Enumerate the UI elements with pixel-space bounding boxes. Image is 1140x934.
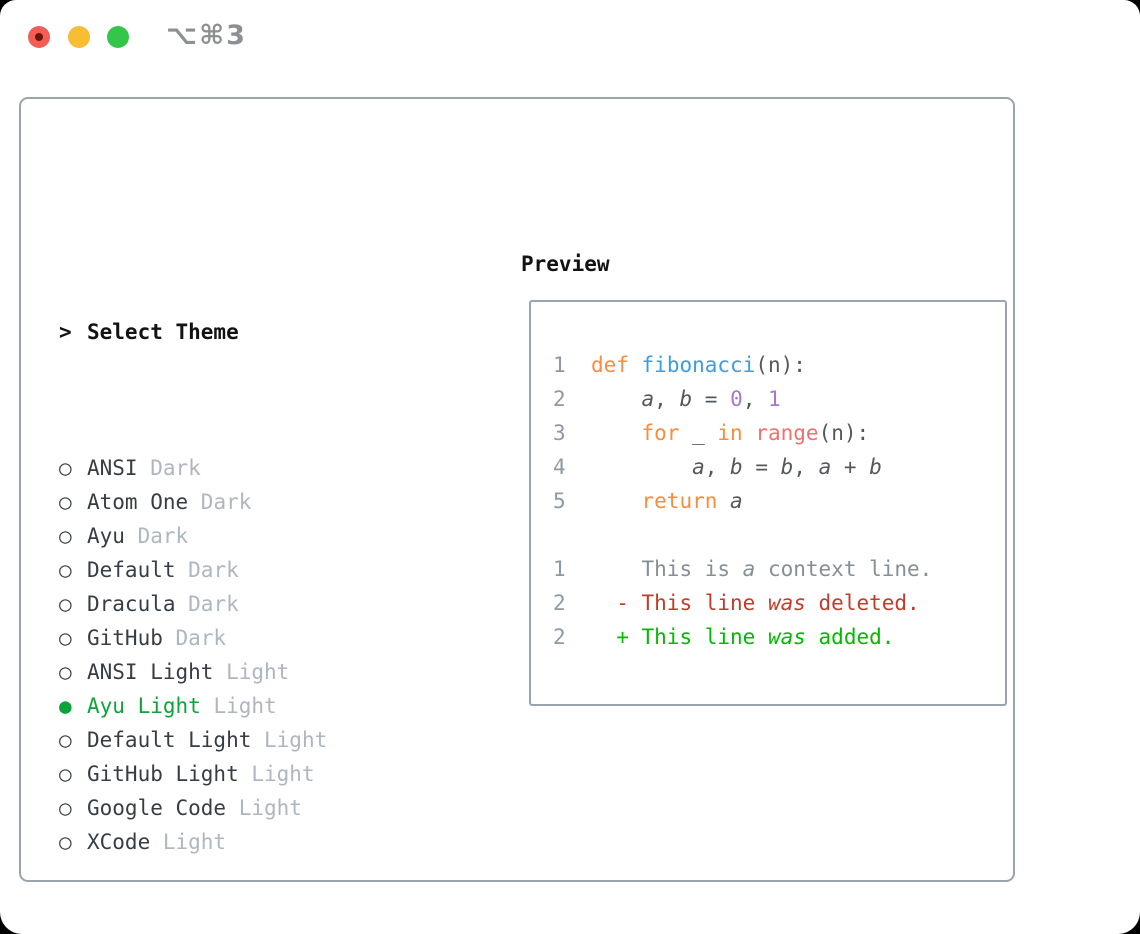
radio-icon: ○ bbox=[59, 728, 72, 752]
theme-option-ansi-dark[interactable]: ○ ANSI Dark bbox=[59, 451, 509, 485]
radio-icon: ○ bbox=[59, 830, 72, 854]
radio-icon: ○ bbox=[59, 626, 72, 650]
code-line: 1 def fibonacci(n): bbox=[553, 353, 806, 377]
theme-variant-label: Dark bbox=[188, 490, 252, 514]
theme-variant-label: Dark bbox=[162, 626, 227, 650]
theme-name: Atom One bbox=[87, 490, 189, 514]
radio-icon: ○ bbox=[59, 592, 72, 616]
theme-variant-label: Dark bbox=[175, 592, 239, 616]
theme-variant-label: Light bbox=[251, 728, 328, 752]
radio-icon: ○ bbox=[59, 456, 72, 480]
theme-option-atom-one-dark[interactable]: ○ Atom One Dark bbox=[59, 485, 509, 519]
radio-selected-icon: ● bbox=[59, 694, 72, 718]
theme-option-xcode-light[interactable]: ○ XCode Light bbox=[59, 825, 509, 859]
focus-cursor-icon: > bbox=[59, 320, 72, 344]
theme-variant-label: Light bbox=[150, 830, 227, 854]
code-line: 1 This is a context line. bbox=[553, 557, 933, 581]
theme-picker-panel: > Select Theme ○ ANSI Dark ○ Atom One Dark ○ A… bbox=[19, 97, 1015, 882]
theme-option-ayu-light[interactable]: ● Ayu Light Light bbox=[59, 689, 509, 723]
minimize-button[interactable] bbox=[68, 26, 90, 48]
code-line: 3 for _ in range(n): bbox=[553, 421, 870, 445]
theme-variant-label: Dark bbox=[175, 558, 239, 582]
theme-name: Default Light bbox=[87, 728, 252, 752]
theme-option-github-light[interactable]: ○ GitHub Light Light bbox=[59, 757, 509, 791]
theme-name: Ayu bbox=[87, 524, 125, 548]
theme-name: ANSI Light bbox=[87, 660, 214, 684]
radio-icon: ○ bbox=[59, 660, 72, 684]
theme-name: Dracula bbox=[87, 592, 176, 616]
theme-name: GitHub Light bbox=[87, 762, 239, 786]
close-button[interactable] bbox=[28, 26, 50, 48]
theme-option-default-light[interactable]: ○ Default Light Light bbox=[59, 723, 509, 757]
radio-icon: ○ bbox=[59, 558, 72, 582]
theme-variant-label: Light bbox=[213, 660, 290, 684]
theme-name: XCode bbox=[87, 830, 151, 854]
theme-list-column: > Select Theme ○ ANSI Dark ○ Atom One Dark ○ A… bbox=[59, 247, 509, 934]
code-line: 2 a, b = 0, 1 bbox=[553, 387, 781, 411]
theme-option-github-dark[interactable]: ○ GitHub Dark bbox=[59, 621, 509, 655]
theme-option-dracula-dark[interactable]: ○ Dracula Dark bbox=[59, 587, 509, 621]
theme-name: Google Code bbox=[87, 796, 227, 820]
theme-name: Default bbox=[87, 558, 176, 582]
theme-name: Ayu Light bbox=[87, 694, 201, 718]
radio-icon: ○ bbox=[59, 796, 72, 820]
theme-variant-label: Dark bbox=[137, 456, 201, 480]
window-title: ⌥⌘3 bbox=[166, 20, 247, 51]
theme-variant-label: Light bbox=[226, 796, 302, 820]
preview-code: 1 def fibonacci(n): 2 a, b = 0, 1 3 for _ … bbox=[531, 302, 1005, 654]
code-line: 4 a, b = b, a + b bbox=[553, 455, 882, 479]
theme-name: ANSI bbox=[87, 456, 138, 480]
preview-title: Preview bbox=[521, 252, 610, 276]
code-line: 5 return a bbox=[553, 489, 743, 513]
theme-option-ansi-light[interactable]: ○ ANSI Light Light bbox=[59, 655, 509, 689]
theme-list-header: > Select Theme bbox=[59, 315, 509, 349]
theme-variant-label: Dark bbox=[124, 524, 189, 548]
theme-list-title: Select Theme bbox=[87, 320, 239, 344]
code-line: 2 - This line was deleted. bbox=[553, 591, 920, 615]
radio-icon: ○ bbox=[59, 762, 72, 786]
theme-option-default-dark[interactable]: ○ Default Dark bbox=[59, 553, 509, 587]
theme-list: ○ ANSI Dark ○ Atom One Dark ○ Ayu Dark ○ Defaul… bbox=[59, 451, 509, 859]
theme-option-ayu-dark[interactable]: ○ Ayu Dark bbox=[59, 519, 509, 553]
theme-option-google-code-light[interactable]: ○ Google Code Light bbox=[59, 791, 509, 825]
code-line bbox=[553, 518, 1005, 552]
zoom-button[interactable] bbox=[107, 26, 129, 48]
radio-icon: ○ bbox=[59, 490, 72, 514]
preview-box: 1 def fibonacci(n): 2 a, b = 0, 1 3 for _ … bbox=[529, 300, 1007, 706]
theme-variant-label: Light bbox=[238, 762, 315, 786]
code-line: 2 + This line was added. bbox=[553, 625, 895, 649]
radio-icon: ○ bbox=[59, 524, 72, 548]
theme-name: GitHub bbox=[87, 626, 163, 650]
theme-variant-label: Light bbox=[200, 694, 277, 718]
